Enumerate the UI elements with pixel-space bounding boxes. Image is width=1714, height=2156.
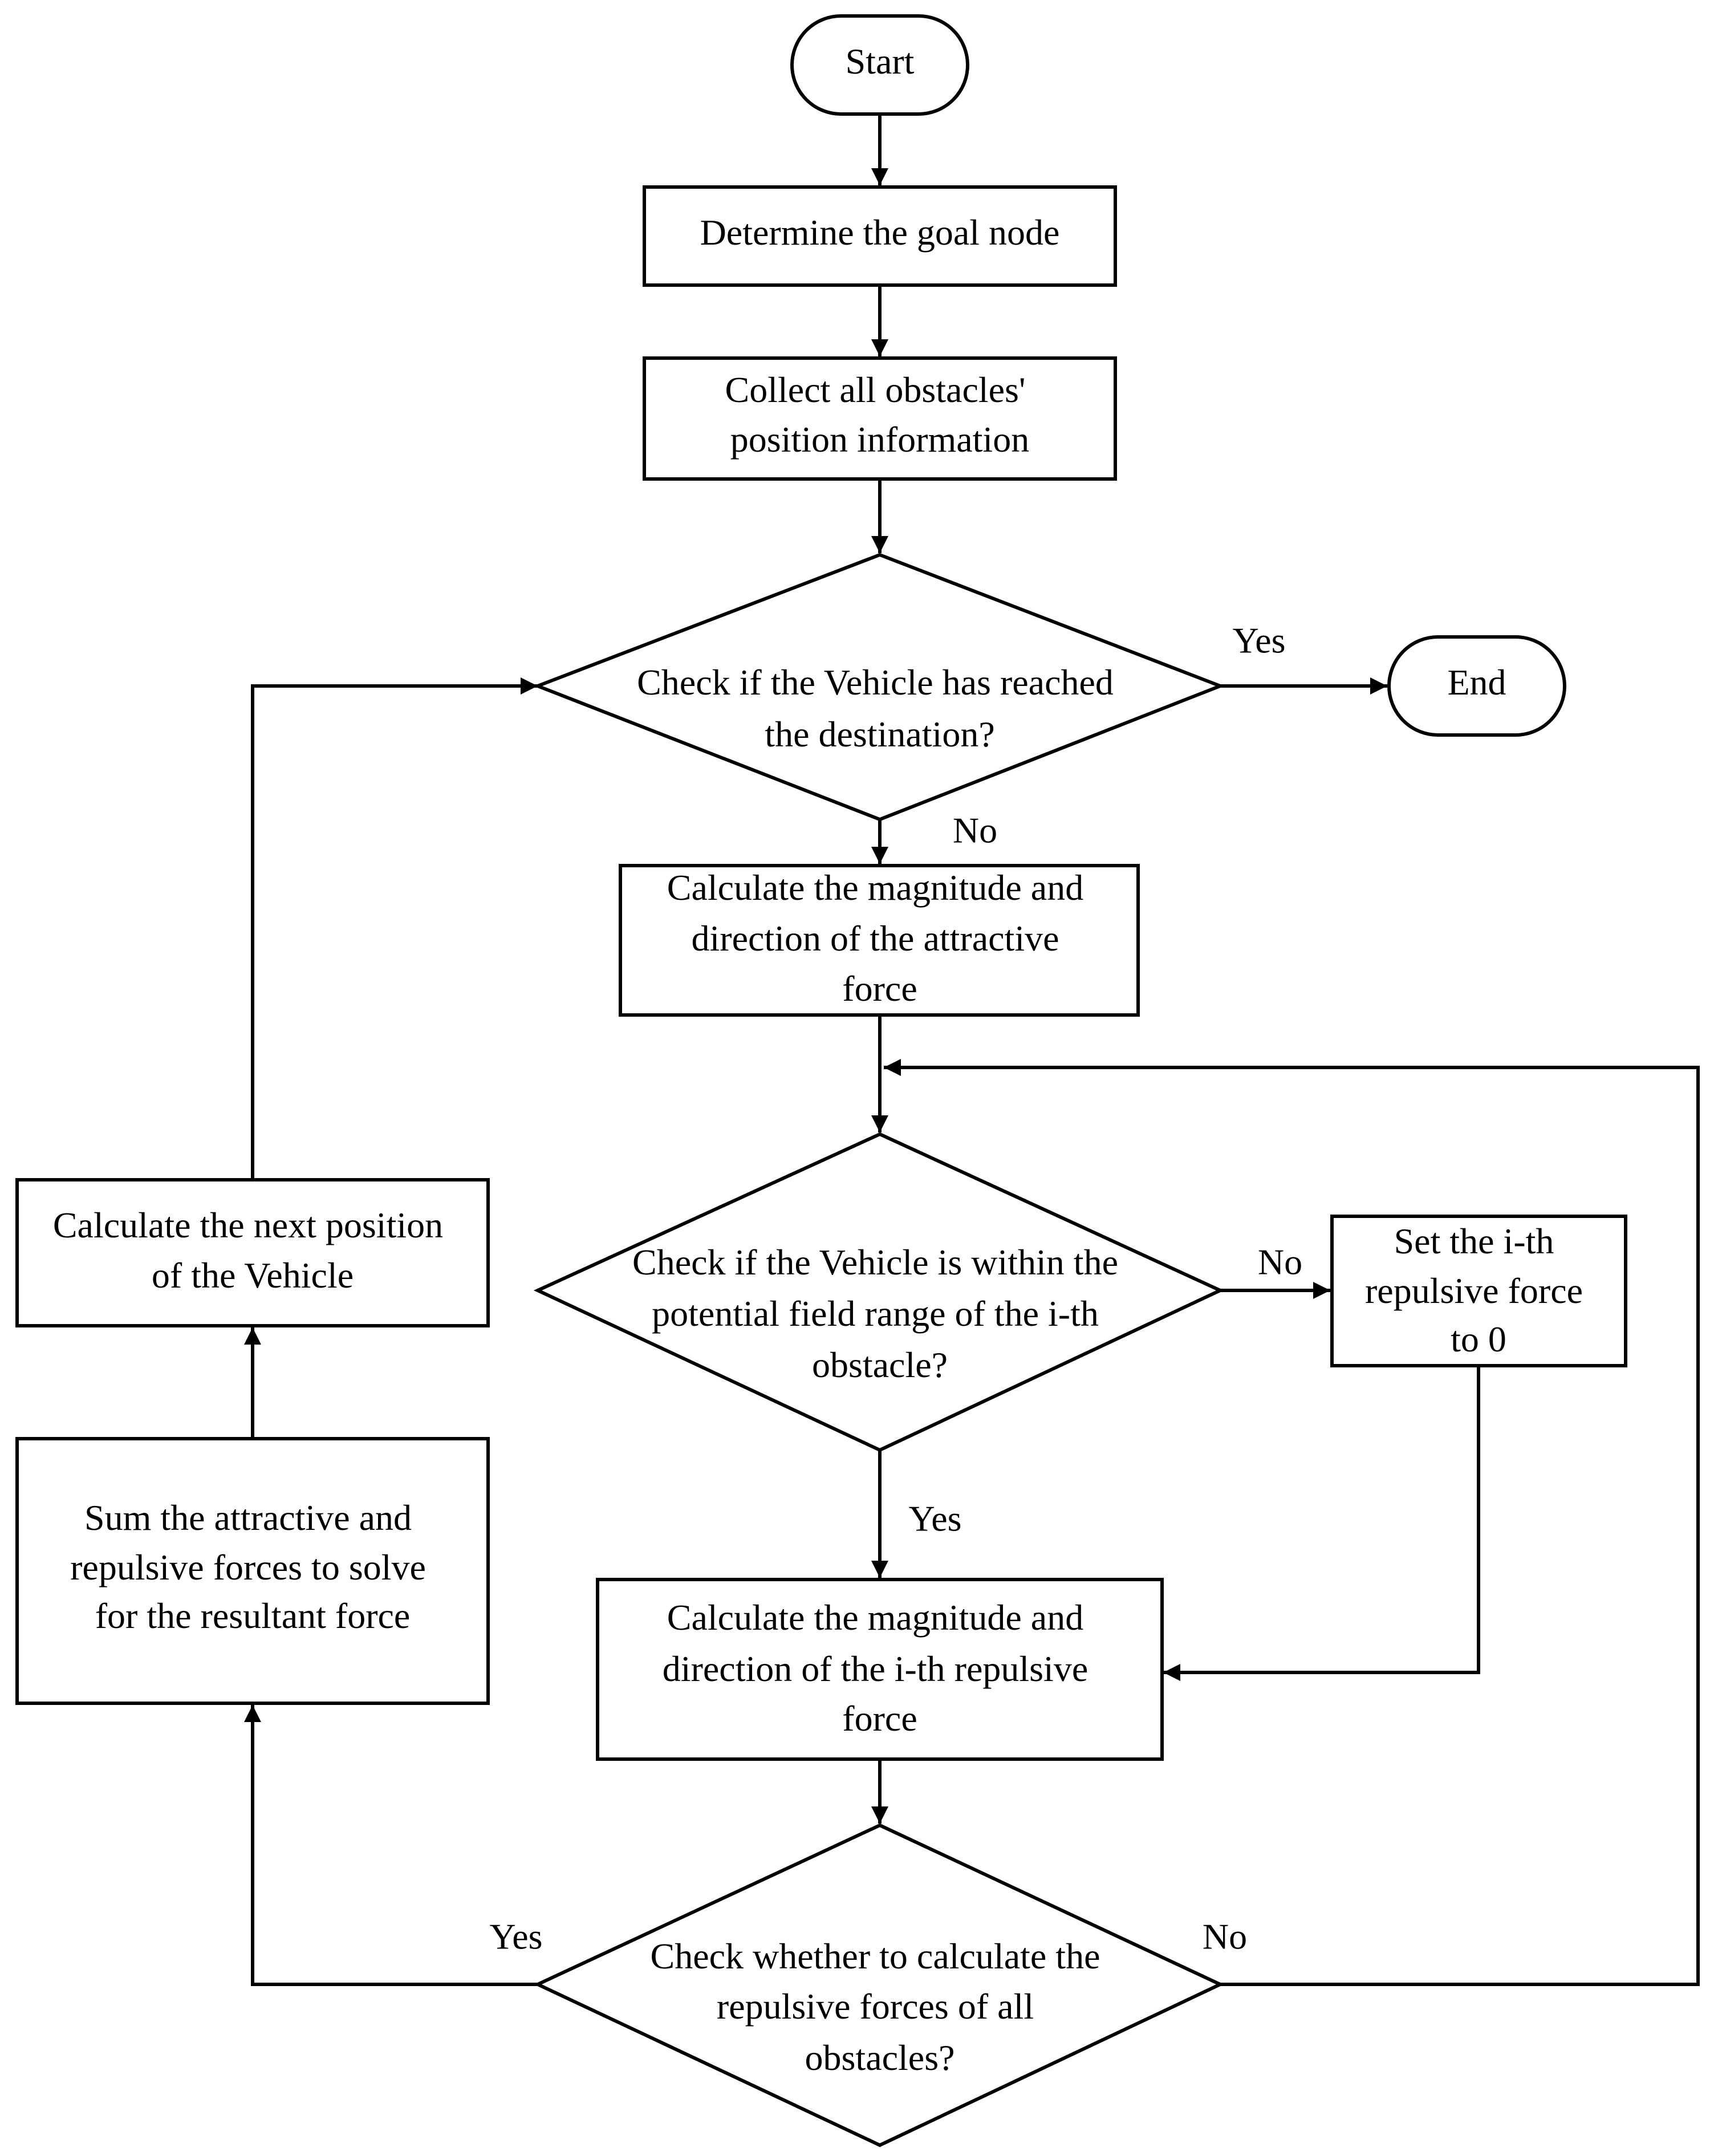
node-line: of the Vehicle bbox=[152, 1255, 354, 1296]
node-line: Calculate the magnitude and bbox=[667, 1597, 1083, 1638]
edge-label-field-range-yes: Yes bbox=[908, 1499, 961, 1539]
node-line: repulsive forces of all bbox=[717, 1986, 1034, 2027]
edge-label-field-range-no: No bbox=[1258, 1242, 1302, 1282]
svg-text:Set the i-th repulsive f: Set the i-th repulsive force to 0 bbox=[1365, 1221, 1592, 1359]
svg-text:Determine the goal node: Determine the goal node bbox=[700, 212, 1060, 253]
node-line: force bbox=[842, 968, 917, 1009]
svg-text:Check if the Vehicle is within: Check if the Vehicle is within the poten… bbox=[632, 1242, 1127, 1385]
node-line: repulsive forces to solve bbox=[70, 1547, 426, 1587]
set-repulsive-zero-node: Set the i-th repulsive force to 0 bbox=[1330, 1215, 1627, 1367]
check-all-obstacles-decision: Check whether to calculate the repulsive… bbox=[533, 1823, 1225, 2147]
node-line: obstacle? bbox=[812, 1345, 948, 1385]
collect-obstacles-node: Collect all obstacles' position informat… bbox=[643, 356, 1117, 481]
edge-calc-next-position-to-check-destination bbox=[251, 677, 538, 1178]
node-line: for the resultant force bbox=[95, 1595, 411, 1636]
svg-text:Check whether to calculate the: Check whether to calculate the repulsive… bbox=[651, 1936, 1110, 2078]
node-line: position information bbox=[730, 419, 1029, 460]
svg-text:Calculate the magnitude and: Calculate the magnitude and direction of… bbox=[667, 867, 1092, 1009]
node-line: to 0 bbox=[1451, 1319, 1506, 1359]
node-line: Calculate the magnitude and bbox=[667, 867, 1083, 908]
node-line: Check whether to calculate the bbox=[651, 1936, 1100, 1976]
sum-forces-node: Sum the attractive and repulsive forces … bbox=[15, 1437, 490, 1705]
svg-text:Check if the Vehicle has reach: Check if the Vehicle has reached the des… bbox=[637, 662, 1123, 754]
node-line: potential field range of the i-th bbox=[652, 1293, 1099, 1334]
node-line: force bbox=[842, 1698, 917, 1739]
svg-text:Sum the attractive and r: Sum the attractive and repulsive forces … bbox=[70, 1497, 435, 1636]
calc-next-position-node: Calculate the next position of the Vehic… bbox=[15, 1178, 490, 1327]
node-line: Set the i-th bbox=[1394, 1221, 1554, 1261]
node-line: Start bbox=[846, 41, 915, 82]
node-line: Determine the goal node bbox=[700, 212, 1060, 253]
node-line: repulsive force bbox=[1365, 1270, 1583, 1311]
svg-text:Calculate the magnitude and: Calculate the magnitude and direction of… bbox=[663, 1597, 1097, 1739]
node-line: Sum the attractive and bbox=[84, 1497, 412, 1538]
node-line: Collect all obstacles' bbox=[725, 370, 1026, 410]
svg-text:Collect all obstacles' p: Collect all obstacles' position informat… bbox=[725, 370, 1035, 460]
edge-set-zero-to-calc-repulsive bbox=[1163, 1366, 1480, 1681]
calc-attractive-node: Calculate the magnitude and direction of… bbox=[619, 864, 1140, 1017]
determine-goal-node: Determine the goal node bbox=[643, 185, 1117, 287]
node-line: Check if the Vehicle is within the bbox=[632, 1242, 1118, 1282]
edge-label-all-obstacles-no: No bbox=[1203, 1917, 1247, 1957]
edge-labels: Yes No No Yes Yes No bbox=[489, 620, 1302, 1957]
end-node: End bbox=[1387, 635, 1566, 737]
node-line: direction of the i-th repulsive bbox=[663, 1649, 1088, 1689]
svg-text:Start: Start bbox=[846, 41, 915, 82]
calc-repulsive-node: Calculate the magnitude and direction of… bbox=[596, 1578, 1164, 1761]
svg-text:Calculate the next position: Calculate the next position of the Vehic… bbox=[53, 1205, 452, 1296]
start-node: Start bbox=[790, 14, 969, 116]
edge-label-destination-yes: Yes bbox=[1232, 620, 1285, 661]
check-field-range-decision: Check if the Vehicle is within the poten… bbox=[533, 1132, 1225, 1452]
node-line: End bbox=[1447, 662, 1506, 703]
node-line: obstacles? bbox=[805, 2037, 955, 2078]
node-line: Calculate the next position bbox=[53, 1205, 443, 1245]
check-destination-decision: Check if the Vehicle has reached the des… bbox=[533, 553, 1225, 822]
node-line: Check if the Vehicle has reached bbox=[637, 662, 1114, 703]
svg-text:End: End bbox=[1447, 662, 1506, 703]
edge-label-destination-no: No bbox=[953, 810, 997, 851]
node-line: the destination? bbox=[765, 714, 994, 754]
node-line: direction of the attractive bbox=[691, 918, 1059, 959]
edge-label-all-obstacles-yes: Yes bbox=[489, 1917, 542, 1957]
edges bbox=[244, 114, 1700, 1986]
edge-check-all-obstacles-no-loop bbox=[884, 1059, 1700, 1986]
edge-check-all-obstacles-yes-to-sum bbox=[244, 1705, 538, 1986]
